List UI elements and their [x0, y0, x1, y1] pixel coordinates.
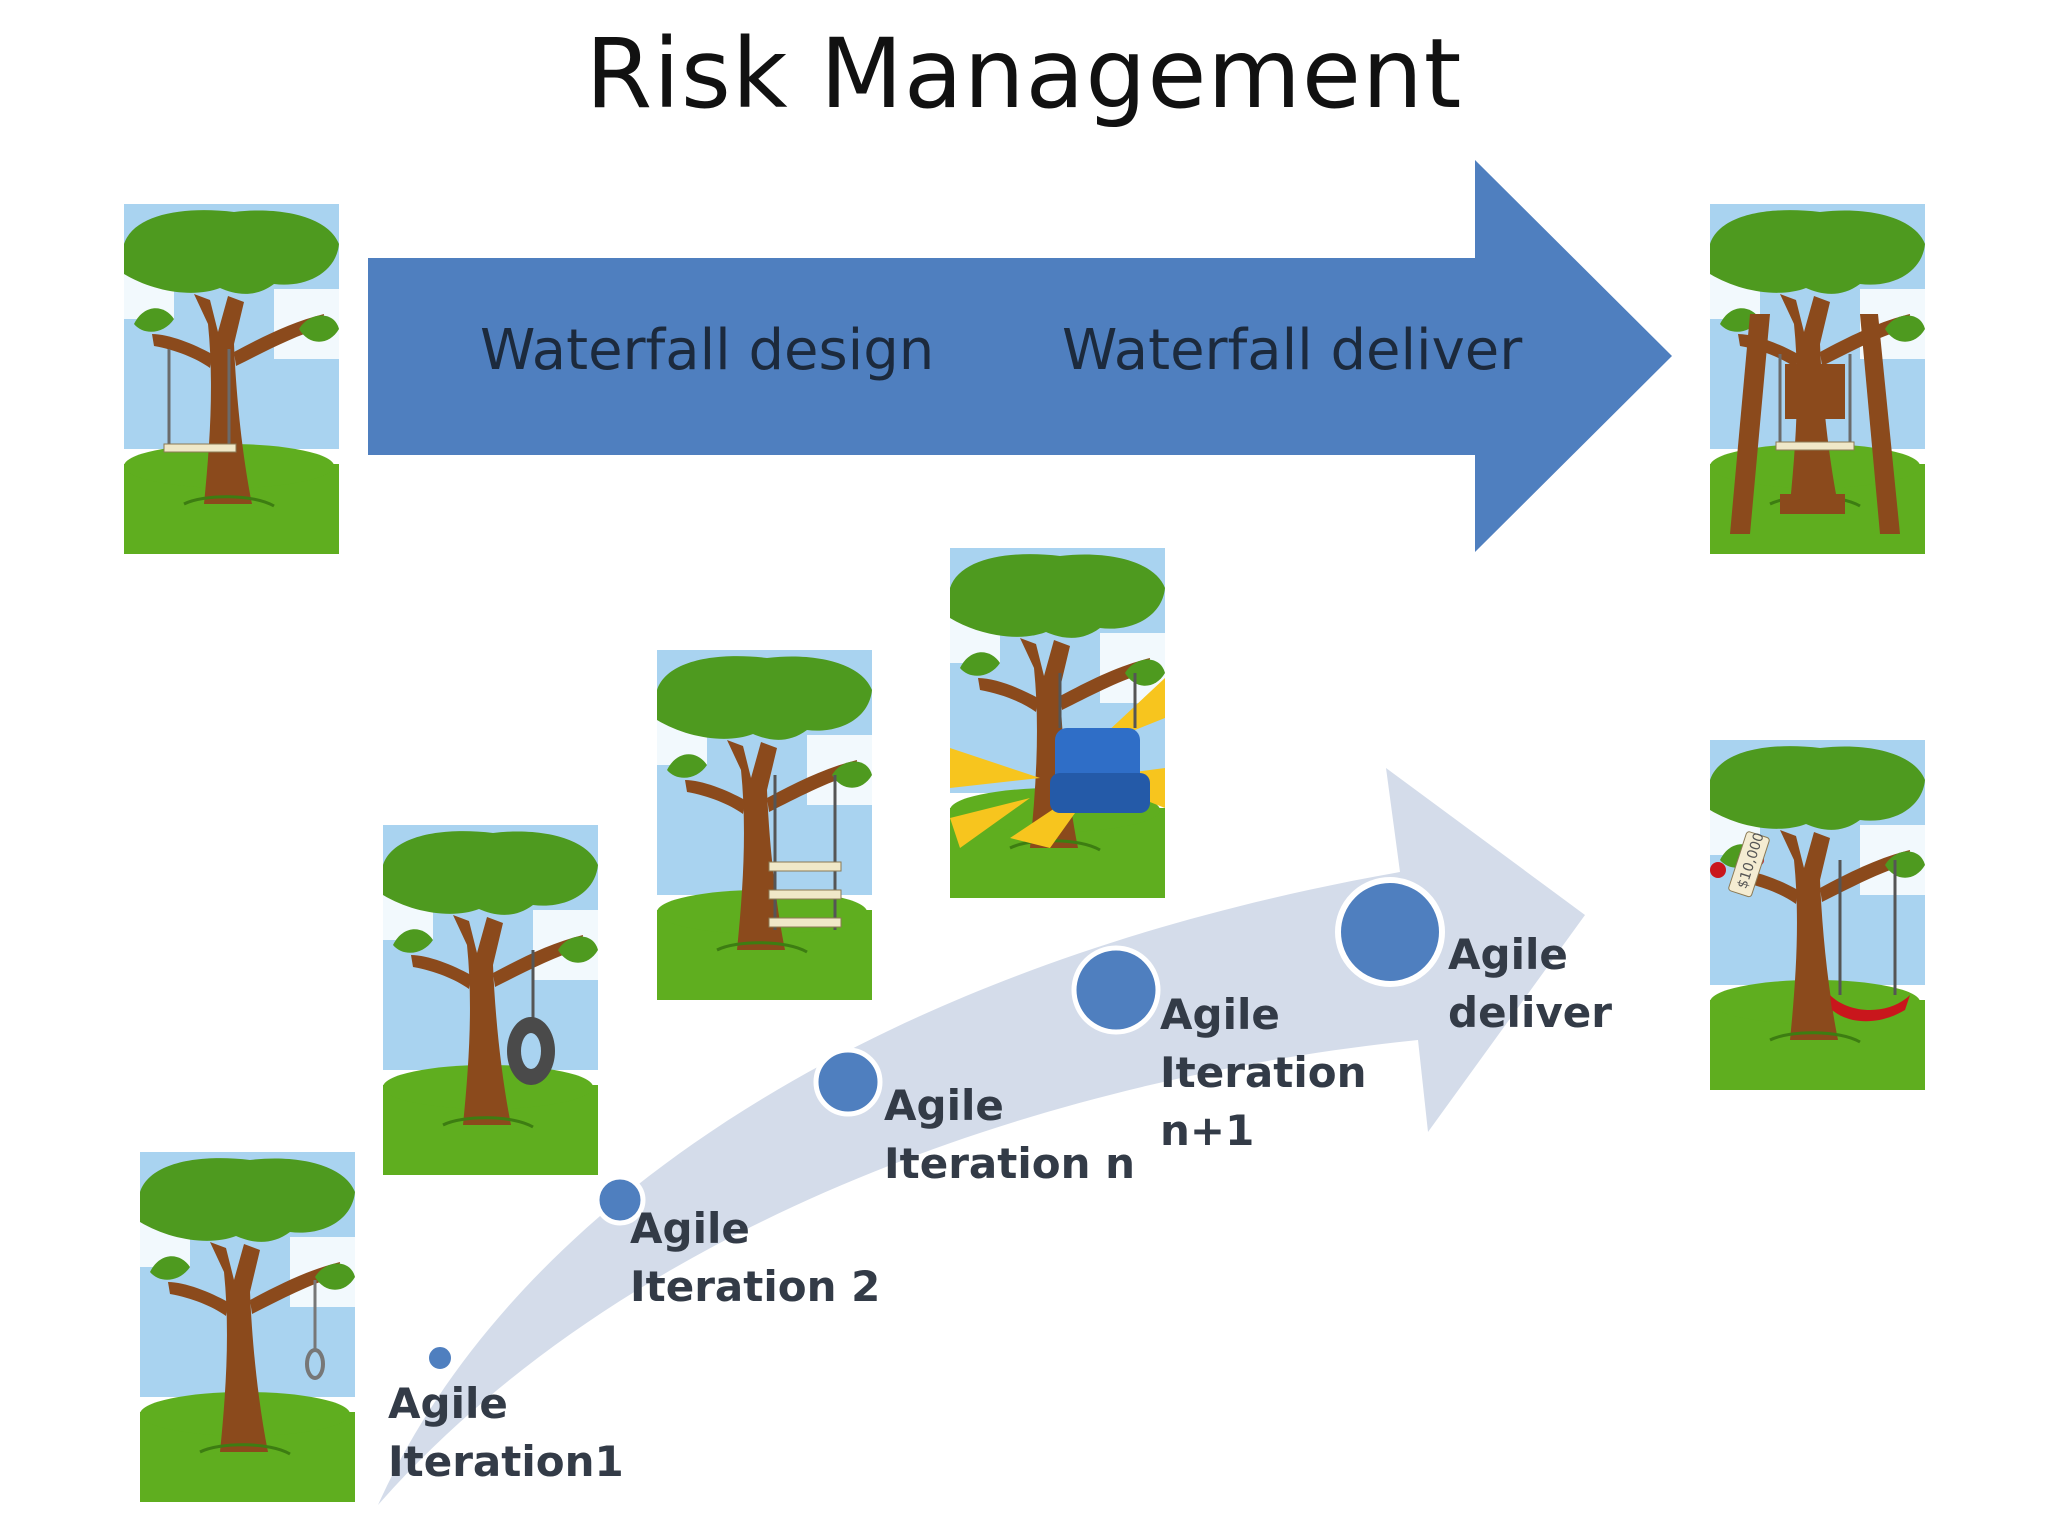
agile-iteration-n-picture	[655, 648, 874, 1002]
waterfall-arrow	[368, 160, 1672, 552]
agile-deliver-label: Agile deliver	[1448, 930, 1612, 1037]
waterfall-design-label: Waterfall design	[480, 318, 935, 383]
agile-iteration1-label: Agile Iteration1	[388, 1379, 624, 1486]
agile-arrow	[378, 768, 1585, 1505]
waterfall-deliver-picture	[1708, 202, 1927, 556]
waterfall-start-picture	[122, 202, 341, 556]
agile-iteration1-picture	[138, 1150, 357, 1504]
page-title: Risk Management	[585, 18, 1463, 130]
agile-iteration2-picture	[381, 823, 600, 1177]
agile-iteration-n-label: Agile Iteration n	[884, 1081, 1135, 1188]
agile-deliver-picture: $10,000	[1708, 738, 1927, 1092]
agile-dot-1	[425, 1343, 455, 1373]
waterfall-deliver-label: Waterfall deliver	[1062, 318, 1523, 383]
agile-dot-n	[813, 1047, 883, 1117]
agile-iteration2-label: Agile Iteration 2	[630, 1204, 881, 1311]
agile-dot-2	[594, 1174, 646, 1226]
agile-iteration-n1-picture	[948, 546, 1167, 900]
agile-dot-n1	[1071, 945, 1161, 1035]
agile-iteration-n1-label: Agile Iteration n+1	[1160, 990, 1367, 1155]
agile-dot-deliver	[1335, 877, 1445, 987]
